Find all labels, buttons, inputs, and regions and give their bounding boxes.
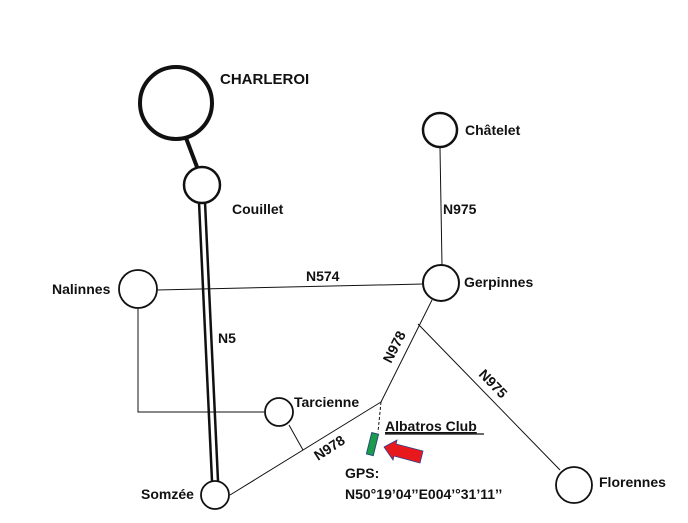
road-n5-right [203, 201, 220, 482]
access-path [377, 401, 382, 433]
club-name[interactable]: Albatros Club [385, 418, 477, 434]
town-label-tarcienne: Tarcienne [294, 394, 359, 410]
road-tarcienne-link [288, 424, 304, 451]
town-label-somzee: Somzée [141, 486, 194, 502]
town-marker-somzee[interactable] [200, 480, 230, 510]
road-n978-north [380, 299, 433, 403]
gps-coordinates: N50°19’04’’E004’°31’11’’ [345, 486, 502, 502]
town-label-chatelet: Châtelet [465, 122, 521, 138]
town-marker-charleroi[interactable] [138, 65, 214, 141]
club-marker[interactable] [365, 431, 380, 457]
road-n975-south [417, 323, 561, 471]
town-label-gerpinnes: Gerpinnes [464, 274, 533, 290]
road-charleroi-couillet [184, 137, 199, 168]
town-marker-chatelet[interactable] [421, 111, 459, 149]
roads [137, 137, 561, 496]
destination: Albatros Club GPS: N50°19’04’’E004’°31’1… [345, 418, 502, 502]
town-marker-nalinnes[interactable] [118, 269, 158, 309]
road-n574 [156, 283, 424, 291]
gps-label: GPS: [345, 465, 379, 481]
town-marker-couillet[interactable] [182, 165, 222, 205]
road-n5-left [197, 201, 214, 482]
road-label-n574: N574 [306, 268, 340, 284]
town-marker-florennes[interactable] [555, 466, 593, 504]
town-marker-tarcienne[interactable] [264, 397, 294, 427]
town-marker-gerpinnes[interactable] [422, 264, 460, 302]
town-label-florennes: Florennes [599, 474, 666, 490]
road-label-n975-north: N975 [443, 201, 477, 217]
road-label-n978-south: N978 [311, 432, 348, 464]
road-n975-north [439, 147, 443, 266]
road-n978-south [229, 401, 382, 496]
road-label-n975-south: N975 [476, 366, 511, 401]
red-arrow-icon [383, 439, 424, 464]
towns [118, 65, 593, 510]
road-nalinnes-tarcienne [137, 307, 264, 413]
town-label-couillet: Couillet [232, 201, 284, 217]
town-label-charleroi: CHARLEROI [220, 71, 309, 88]
town-label-nalinnes: Nalinnes [52, 281, 111, 297]
road-label-n978-north: N978 [379, 328, 409, 365]
road-label-n5: N5 [218, 330, 236, 346]
